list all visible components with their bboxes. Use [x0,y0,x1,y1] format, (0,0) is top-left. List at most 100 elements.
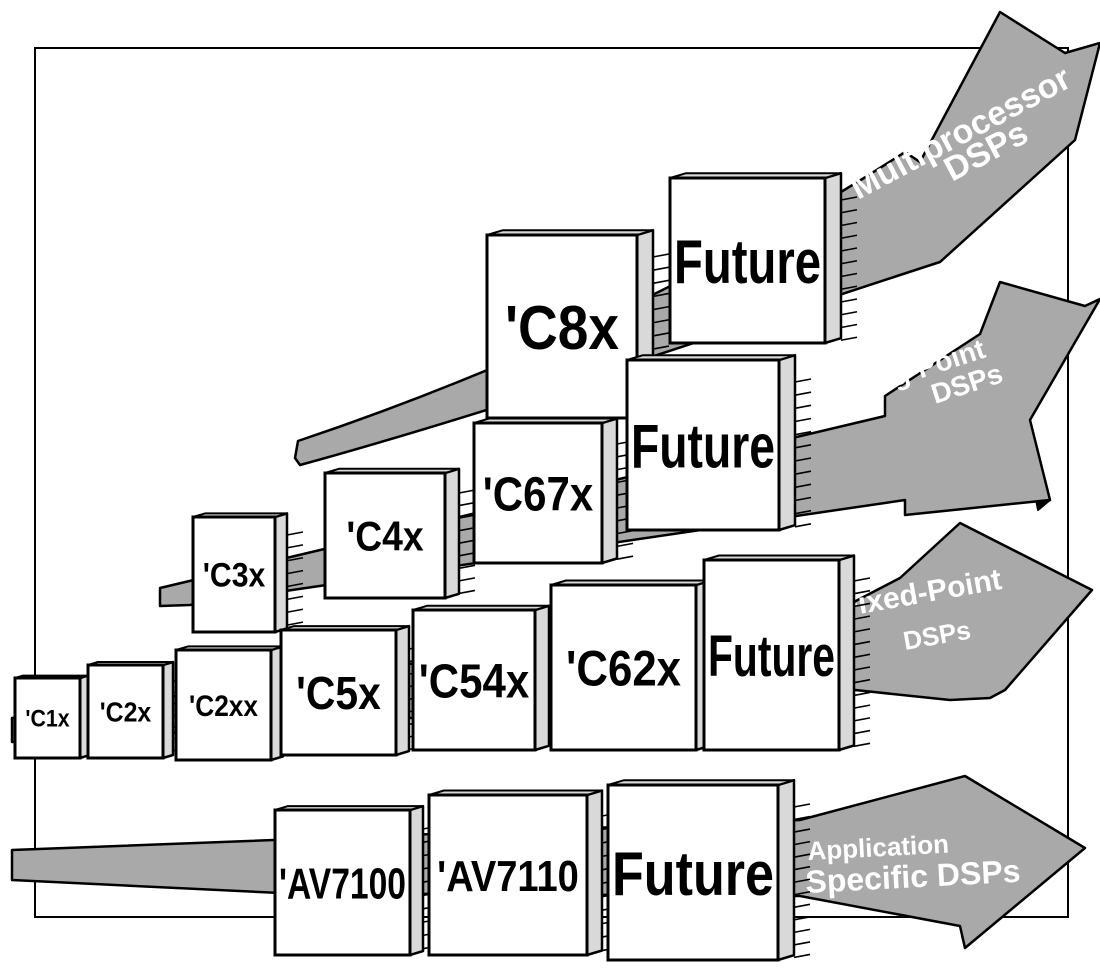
chip-pin [793,916,811,921]
chip-side [533,604,551,752]
chip-label: 'C67x [483,468,594,521]
chip-pin [840,259,858,265]
chip-pin [652,279,670,285]
chip-face [606,783,780,962]
chip-pin [793,853,811,858]
chip-label: 'C4x [346,513,424,560]
chip-pin [853,742,871,748]
chip-pin [853,729,871,735]
chip-pin [793,941,811,946]
multiprocessor-chip: Future [668,171,858,345]
chip-pin [793,878,811,884]
chip-side [443,467,461,600]
chip-pin [853,577,871,582]
chip-label: 'C62x [566,641,681,697]
chip-pin [458,514,476,519]
chip-face [323,471,447,600]
chip-pin [840,247,858,252]
chip-label: 'C5x [296,667,381,719]
chip-pin [652,345,670,350]
chip-face [625,358,781,532]
chip-pin [794,523,812,528]
chip-side [408,804,425,957]
chip-pin [853,666,871,671]
chip-pin [793,815,811,821]
chip-pin [794,430,812,436]
chip-pin [793,903,811,909]
chip-pin [794,457,812,462]
chip-pin [793,865,811,871]
application-specific-arrow-label-line-1: Application [807,829,950,866]
fixed-point-chip: Future [702,554,871,752]
chip-pin [794,444,812,449]
chip-pin [652,305,670,311]
chip-label: Future [612,840,774,909]
chip-pin [853,717,871,722]
chip-pin [652,332,670,337]
chip-pin [840,336,858,342]
chip-label: 'C54x [419,655,530,708]
chip-pin [458,501,476,507]
chip-pin [793,840,811,846]
chip-pin [458,564,476,570]
chip-pin [840,310,858,316]
chip-label: 'C2xx [189,690,258,723]
chip-pin [793,828,811,833]
chip-face [668,176,827,345]
chip-label: Future [674,228,821,297]
chip-pin [458,526,476,532]
chip-pin [286,595,304,601]
chip-pin [793,890,811,896]
chip-pin [458,577,476,582]
chip-pin [840,234,858,240]
chip-pin [853,589,871,595]
chip-pin [616,542,634,548]
chip-pin [853,628,871,633]
chip-side [823,171,843,345]
chip-face [472,421,604,565]
chip-pin [794,483,812,489]
chip-pin [458,489,476,494]
chip-pin [840,298,858,303]
chip-face [86,663,165,760]
chip-pin [794,417,812,423]
chip-label: 'AV7110 [437,852,579,901]
chip-pin [794,509,812,515]
chip-side [273,512,289,634]
chip-pin [794,404,812,410]
chip-face [427,793,589,957]
chip-pin [794,470,812,475]
fixed-point-chip: 'C2xx [174,645,300,762]
chip-side [837,554,856,752]
chip-face [485,233,639,420]
chip-pin [853,691,871,697]
chip-label: 'C3x [203,557,266,595]
chip-side [394,624,411,757]
chip-face [174,648,273,762]
chip-pin [853,704,871,709]
chip-pin [840,272,858,278]
fixed-point-chip: 'C62x [549,579,728,752]
chip-label: 'C8x [505,294,620,363]
chip-label: 'C1x [25,706,70,733]
chip-pin [853,653,871,659]
fixed-point-chip: 'C5x [279,624,426,757]
chip-pin [840,196,858,201]
chip-pin [853,640,871,646]
chip-pin [840,323,858,329]
chip-pin [652,266,670,271]
chip-face [411,608,537,752]
application-specific-chip: 'AV7100 [273,804,440,957]
chip-side [776,778,796,962]
application-specific-chip: Future [606,778,811,962]
chip-face [702,558,841,752]
chip-pin [840,208,858,214]
application-specific-chip: 'AV7110 [427,789,619,957]
chip-pin [286,569,304,575]
floating-point-chip: 'C3x [191,512,304,634]
chip-pin [286,531,304,536]
chip-pin [652,292,670,298]
chip-face [549,583,698,752]
chip-pin [853,602,871,608]
fixed-point-chip: 'C54x [411,604,566,752]
